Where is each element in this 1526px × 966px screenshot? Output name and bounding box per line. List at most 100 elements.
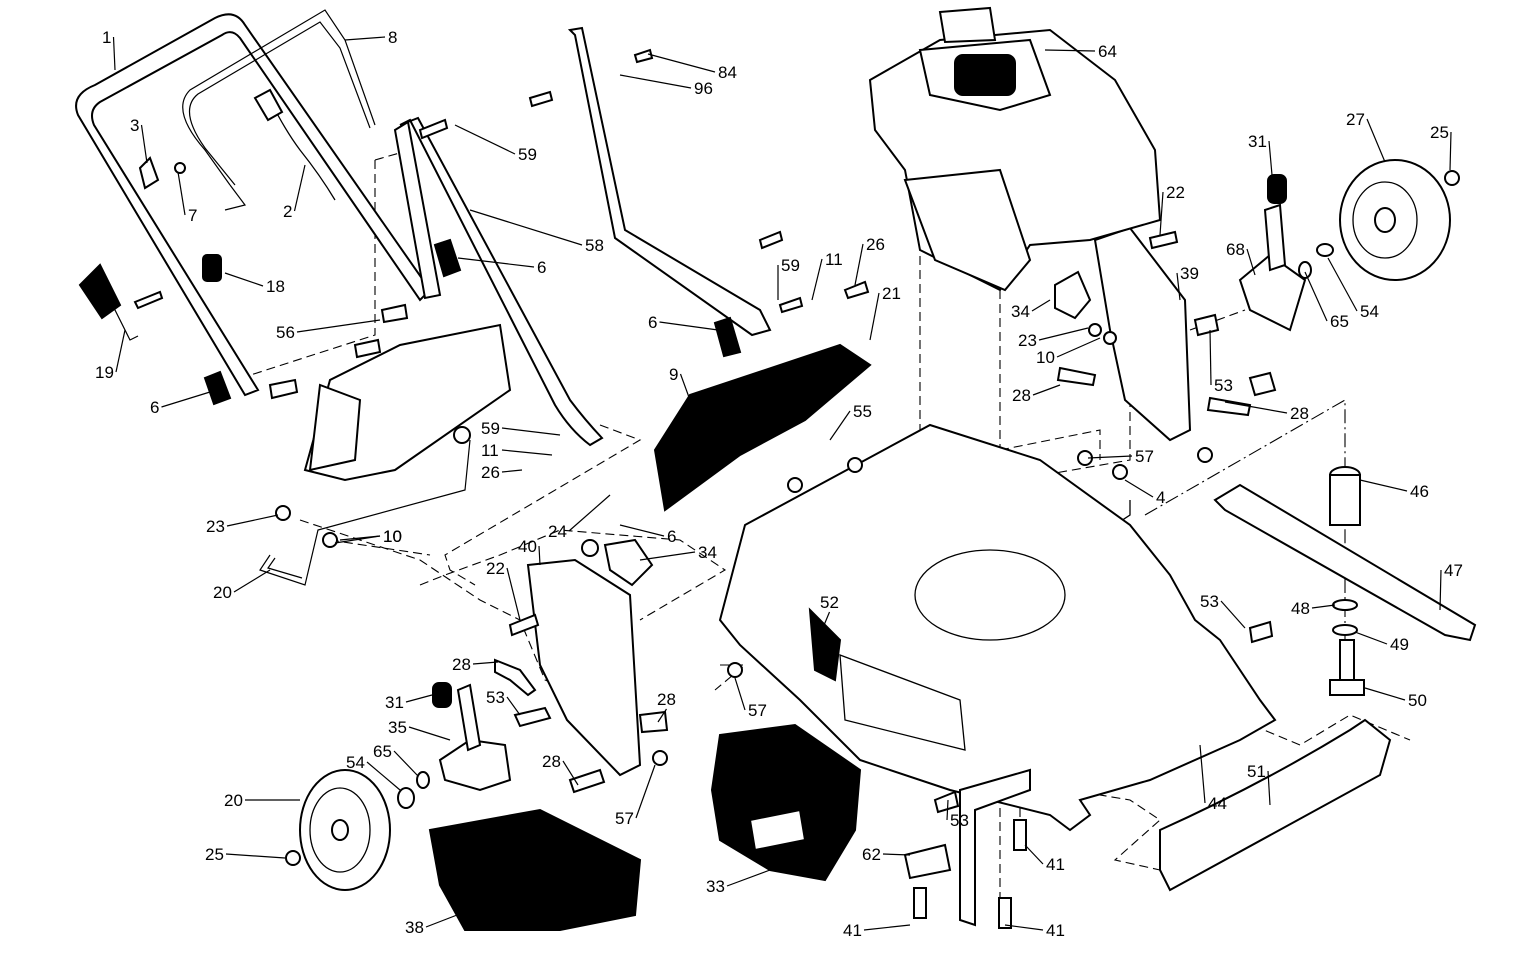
callout-label: 59 bbox=[518, 145, 537, 164]
leader-line bbox=[726, 869, 771, 887]
leader-line bbox=[882, 853, 911, 856]
callout-label: 53 bbox=[950, 811, 969, 830]
leader-line bbox=[472, 661, 499, 665]
knob-19 bbox=[78, 263, 139, 341]
callout-label: 44 bbox=[1208, 794, 1227, 813]
leader-line bbox=[501, 427, 561, 436]
callout-label: 28 bbox=[1012, 386, 1031, 405]
leader-line bbox=[334, 535, 381, 544]
callout-label: 2 bbox=[283, 202, 292, 221]
leader-line bbox=[946, 799, 949, 821]
front-wheel-20 bbox=[299, 769, 391, 891]
callout-label: 68 bbox=[1226, 240, 1245, 259]
leader-line bbox=[639, 551, 696, 561]
callout-label: 53 bbox=[1200, 592, 1219, 611]
callout-label: 4 bbox=[1156, 488, 1165, 507]
callout-label: 49 bbox=[1390, 635, 1409, 654]
callout-label: 41 bbox=[1046, 855, 1065, 874]
callout-label: 23 bbox=[1018, 331, 1037, 350]
leader-line bbox=[1354, 631, 1388, 645]
callout-label: 53 bbox=[486, 688, 505, 707]
leader-line bbox=[405, 694, 433, 703]
leader-line bbox=[1267, 770, 1271, 806]
nuts-misc bbox=[275, 323, 1213, 766]
leader-line bbox=[408, 726, 451, 741]
washers-54-65 bbox=[397, 243, 1334, 809]
callout-label: 8 bbox=[388, 28, 397, 47]
engine-64 bbox=[868, 6, 1162, 292]
leader-line bbox=[1209, 329, 1212, 386]
leader-line bbox=[1031, 299, 1051, 312]
callout-label: 26 bbox=[481, 463, 500, 482]
knob-18 bbox=[202, 254, 222, 282]
leader-line bbox=[1224, 401, 1288, 414]
leader-line bbox=[1124, 479, 1154, 498]
leader-line bbox=[811, 258, 823, 301]
callout-label: 10 bbox=[1036, 348, 1055, 367]
callout-label: 20 bbox=[213, 583, 232, 602]
callout-label: 96 bbox=[694, 79, 713, 98]
leader-line bbox=[112, 36, 116, 71]
rear-door-rod-20 bbox=[259, 426, 471, 586]
handle-knob-6-left bbox=[203, 238, 742, 406]
callout-label: 28 bbox=[452, 655, 471, 674]
callout-label: 35 bbox=[388, 718, 407, 737]
leader-line bbox=[1087, 455, 1133, 459]
leader-line bbox=[1024, 844, 1044, 865]
leader-line bbox=[457, 257, 535, 268]
adapter-46 bbox=[1329, 466, 1361, 526]
bolts-small bbox=[133, 48, 870, 314]
leader-line bbox=[821, 611, 831, 631]
leader-line bbox=[1366, 118, 1386, 163]
leader-lines bbox=[112, 36, 1452, 931]
blade-47 bbox=[1213, 483, 1477, 642]
callout-label: 34 bbox=[1011, 302, 1030, 321]
callout-label: 24 bbox=[548, 522, 567, 541]
leader-line bbox=[1220, 600, 1246, 629]
leader-line bbox=[619, 524, 665, 537]
leader-line bbox=[225, 853, 286, 859]
leader-line bbox=[115, 329, 126, 373]
leader-line bbox=[1268, 140, 1273, 176]
knobs-34 bbox=[603, 270, 1092, 587]
chute-deflector-10 bbox=[303, 323, 512, 482]
leader-line bbox=[619, 74, 692, 89]
callout-label: 55 bbox=[853, 402, 872, 421]
leader-line bbox=[296, 319, 381, 333]
leader-line bbox=[1246, 248, 1256, 276]
callout-label: 57 bbox=[615, 809, 634, 828]
leader-line bbox=[1044, 49, 1096, 52]
callout-label: 52 bbox=[820, 593, 839, 612]
callout-label: 65 bbox=[1330, 312, 1349, 331]
hardware-41-62 bbox=[903, 768, 1031, 929]
callout-label: 28 bbox=[657, 690, 676, 709]
callout-label: 22 bbox=[486, 559, 505, 578]
leader-line bbox=[506, 696, 521, 716]
leader-line bbox=[469, 209, 583, 246]
leader-line bbox=[863, 924, 911, 931]
callout-label: 48 bbox=[1291, 599, 1310, 618]
leader-line bbox=[425, 909, 471, 928]
leader-line bbox=[635, 764, 656, 819]
callout-label: 18 bbox=[266, 277, 285, 296]
bolt-50 bbox=[1329, 639, 1365, 696]
leader-line bbox=[829, 410, 851, 441]
callout-label: 84 bbox=[718, 63, 737, 82]
callout-label: 56 bbox=[276, 323, 295, 342]
callout-label: 10 bbox=[383, 527, 402, 546]
callout-label: 62 bbox=[862, 845, 881, 864]
leader-line bbox=[568, 494, 611, 532]
callout-label: 25 bbox=[205, 845, 224, 864]
leader-line bbox=[1199, 744, 1206, 804]
callout-label: 31 bbox=[385, 693, 404, 712]
callout-label: 19 bbox=[95, 363, 114, 382]
callout-label: 65 bbox=[373, 742, 392, 761]
leader-line bbox=[506, 567, 521, 621]
leader-line bbox=[233, 569, 271, 593]
height-adjuster-68 bbox=[1238, 203, 1307, 332]
leader-line bbox=[1038, 327, 1089, 341]
leader-line bbox=[454, 124, 516, 155]
leader-line bbox=[140, 124, 148, 164]
leader-line bbox=[1004, 924, 1044, 931]
